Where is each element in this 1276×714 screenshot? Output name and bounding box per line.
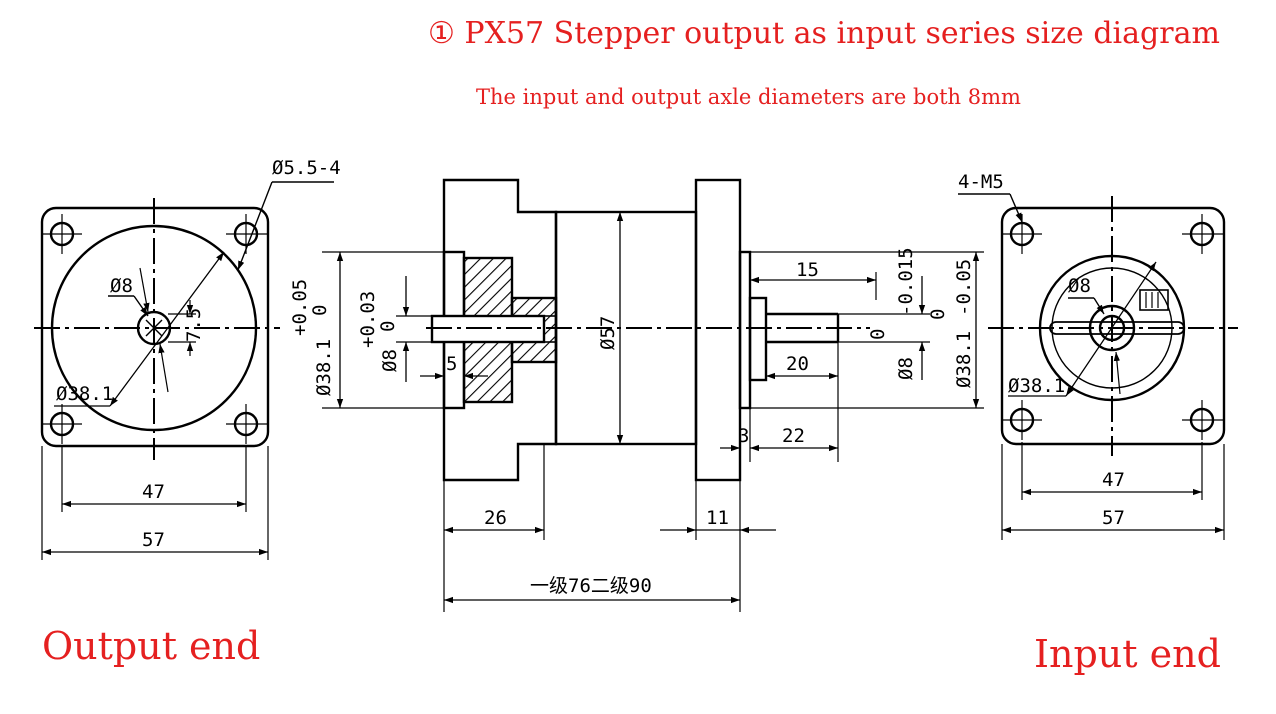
output-hole-spec: Ø5.5-4 (272, 157, 341, 179)
input-pilot-dia: Ø38.1 (1008, 375, 1065, 397)
output-flange-size: 57 (142, 529, 165, 551)
bore-tol-top: +0.03 (357, 291, 379, 348)
pilot-tol-top: +0.05 (289, 279, 311, 336)
shaft-total: 22 (782, 425, 805, 447)
diagram-title: ① PX57 Stepper output as input series si… (428, 16, 1220, 51)
body-dia: Ø57 (597, 316, 619, 350)
output-shaft (748, 296, 768, 382)
output-hole-pitch: 47 (142, 481, 165, 503)
pilot-out-dia: Ø38.1 (953, 331, 975, 388)
output-flange-thk: 11 (706, 507, 729, 529)
pilot-out-tol-bottom: -0.05 (953, 259, 975, 316)
shaft-tol-top: 0 (867, 329, 889, 340)
input-thread-spec: 4-M5 (958, 171, 1004, 193)
output-end-label: Output end (42, 624, 261, 668)
pilot-dia-in: Ø38.1 (313, 339, 335, 396)
output-flange (694, 178, 742, 482)
bore-depth: 5 (446, 353, 457, 375)
pilot-out-len: 3 (738, 425, 749, 447)
input-end-texts: 4-M5 Ø8 Ø38.1 47 57 (958, 171, 1125, 529)
input-flange-len: 26 (484, 507, 507, 529)
diagram-subtitle: The input and output axle diameters are … (476, 85, 1021, 109)
output-pilot (738, 250, 752, 410)
pilot-out-tol-top: 0 (927, 309, 949, 320)
pilot-tol-bottom: 0 (309, 305, 331, 316)
input-hole-pitch: 47 (1102, 469, 1125, 491)
key-length: 20 (786, 353, 809, 375)
output-end-texts: Ø5.5-4 Ø8 7.5 Ø38.1 47 57 (56, 157, 341, 551)
output-key-dim: 7.5 (183, 308, 205, 342)
output-end-view (34, 181, 334, 560)
input-flange-size: 57 (1102, 507, 1125, 529)
input-shaft-dia: Ø8 (1068, 275, 1091, 297)
output-shaft-dia: Ø8 (110, 275, 133, 297)
side-view (322, 178, 984, 612)
side-view-texts: +0.05 0 Ø38.1 +0.03 0 Ø8 5 Ø57 15 20 0 -… (289, 247, 975, 597)
output-pilot-dia: Ø38.1 (56, 383, 113, 405)
total-length: 一级76二级90 (530, 575, 652, 597)
bore-tol-bottom: 0 (377, 321, 399, 332)
shaft-length: 15 (796, 259, 819, 281)
bore-dia: Ø8 (379, 349, 401, 372)
shaft-tol-bottom: -0.015 (895, 247, 917, 316)
input-end-label: Input end (1034, 632, 1221, 676)
input-end-view (958, 193, 1238, 540)
shaft-dia-out: Ø8 (895, 357, 917, 380)
